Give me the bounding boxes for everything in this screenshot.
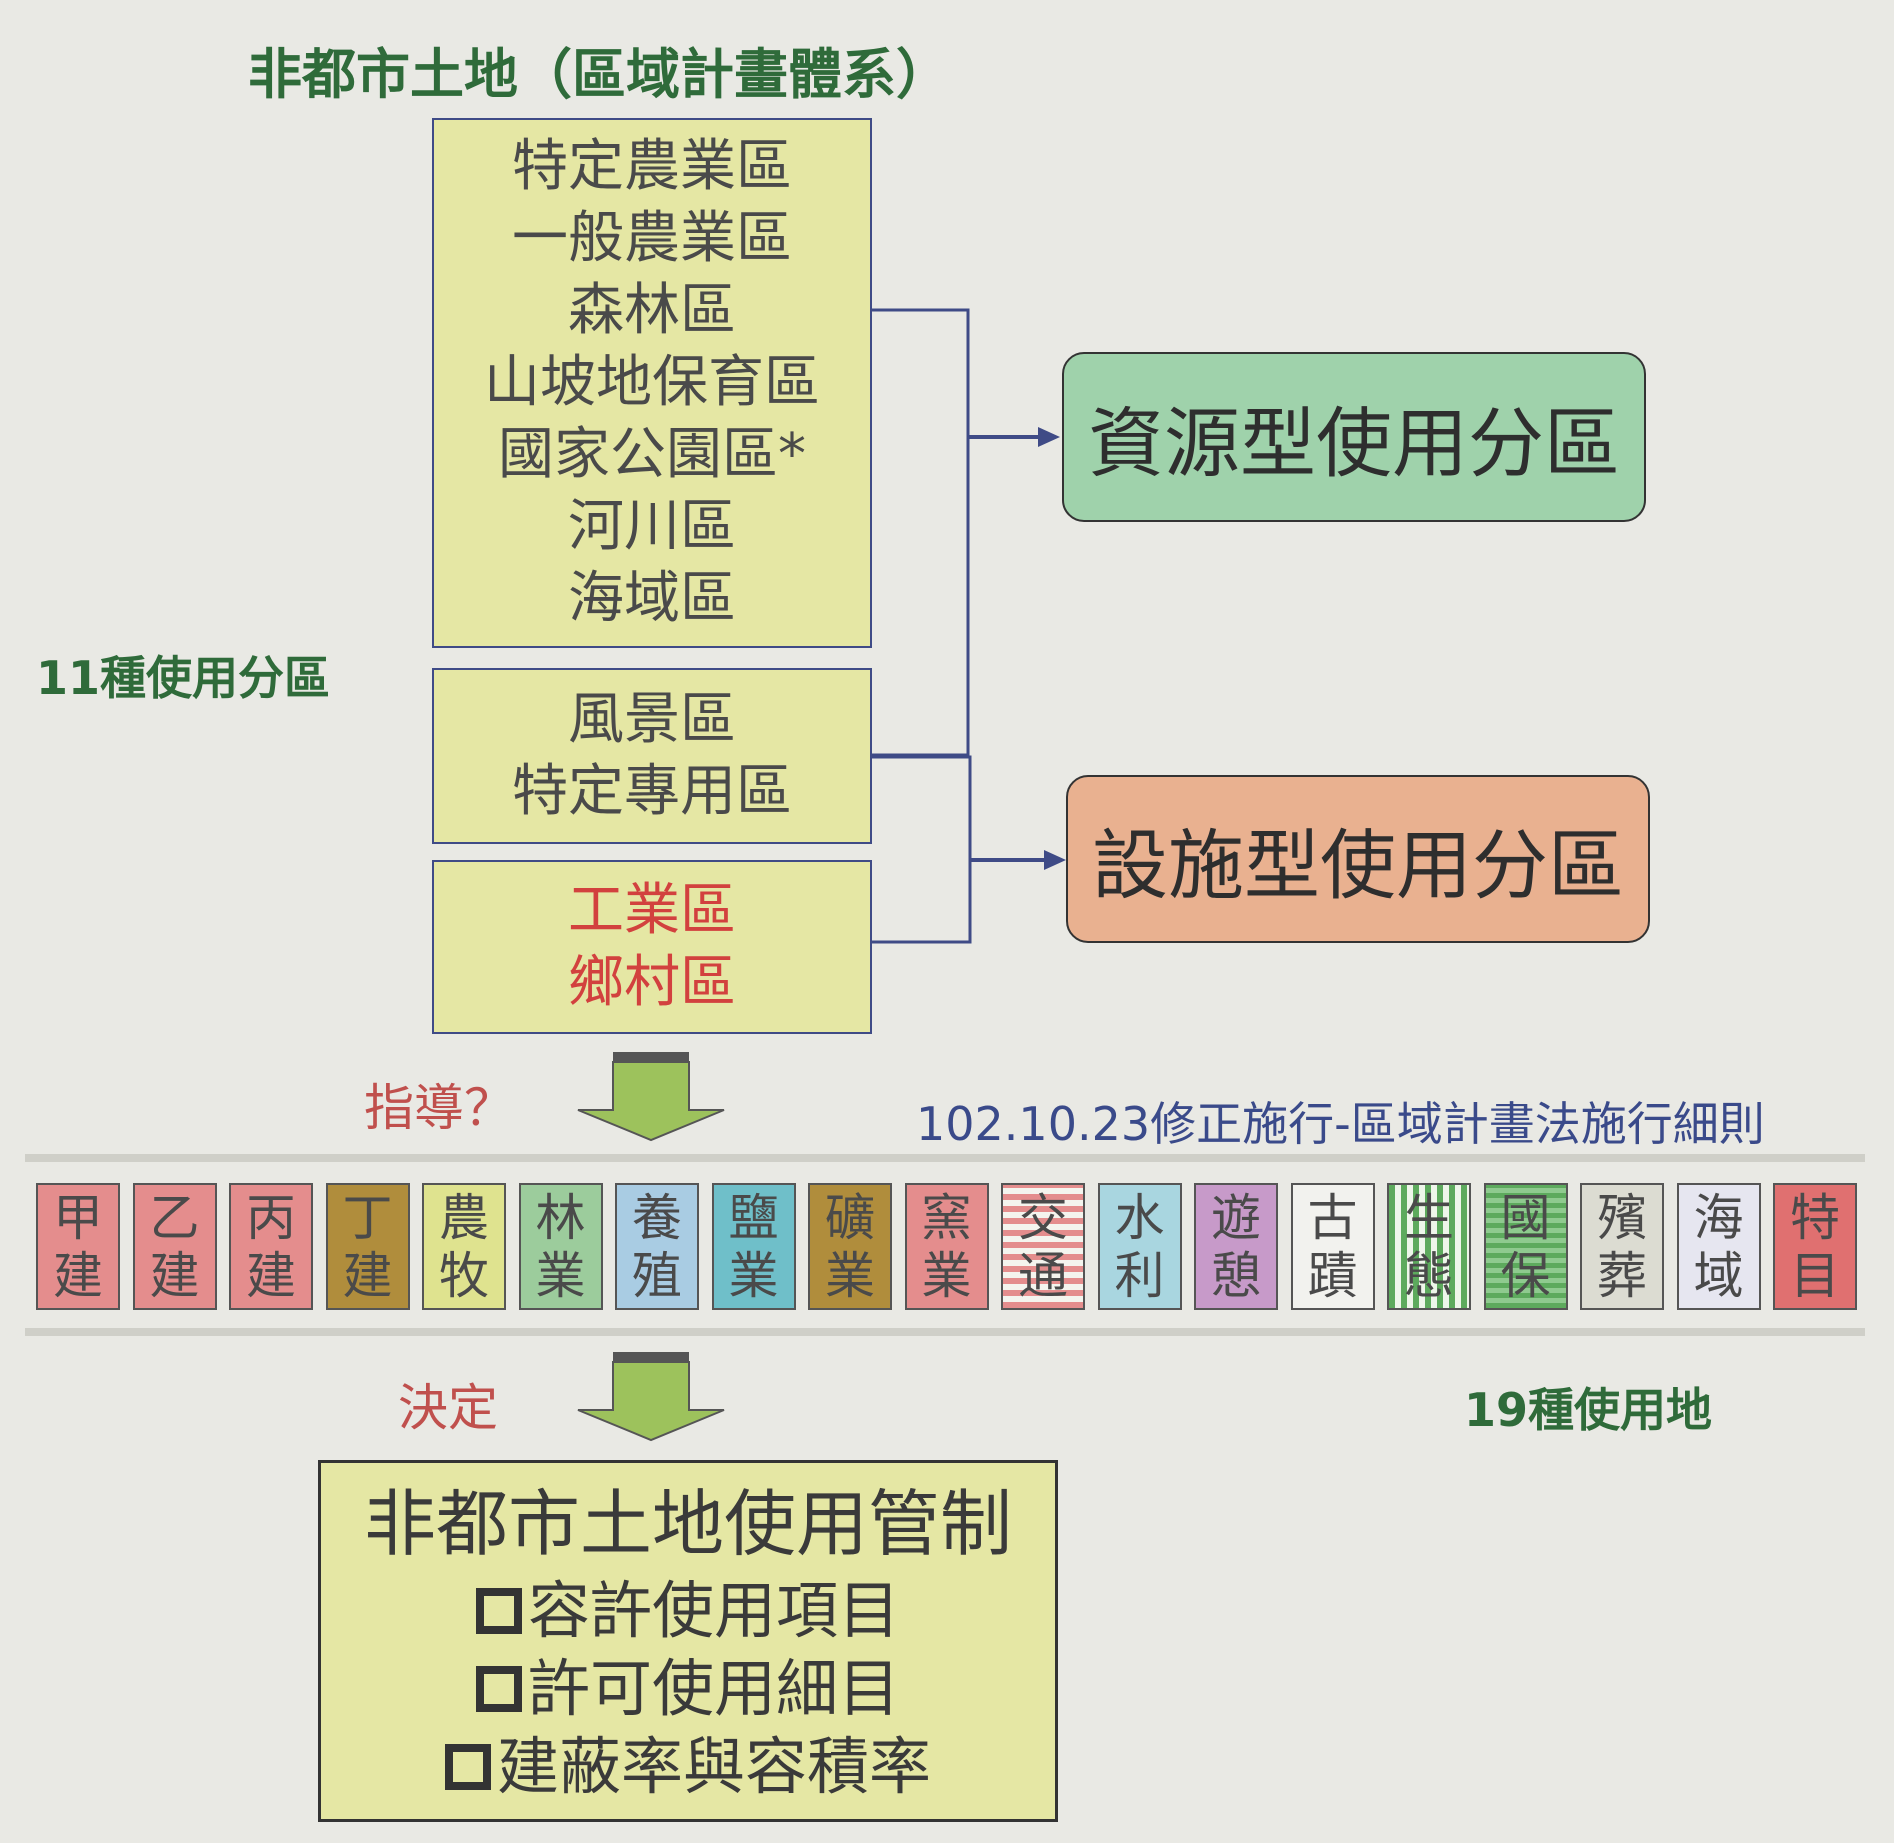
zone-item: 特定專用區 xyxy=(512,759,792,824)
land-use-tile-top: 殯 xyxy=(1597,1188,1647,1247)
guide-label: 指導？ xyxy=(364,1079,514,1137)
land-use-tile-bottom: 通 xyxy=(1018,1246,1068,1305)
land-use-tile-bottom: 業 xyxy=(825,1246,875,1305)
decide-label: 決定 xyxy=(398,1379,498,1437)
land-use-tile-top: 乙 xyxy=(149,1188,200,1247)
land-use-tile-top: 海 xyxy=(1693,1188,1744,1247)
land-use-tile-top: 水 xyxy=(1114,1188,1165,1247)
zone-item: 風景區 xyxy=(568,687,736,752)
land-use-tile-top: 礦 xyxy=(825,1188,875,1247)
land-use-tile: 農牧 xyxy=(422,1183,506,1310)
zone-group-facility: 工業區鄉村區 xyxy=(432,860,872,1034)
land-use-tile-top: 遊 xyxy=(1211,1188,1261,1247)
land-use-tile-bottom: 建 xyxy=(342,1246,393,1305)
land-use-tile: 國保 xyxy=(1483,1183,1568,1310)
control-item-label: 建蔽率與容積率 xyxy=(496,1730,931,1803)
land-use-tile-bottom: 業 xyxy=(921,1246,972,1305)
land-use-tile: 鹽業 xyxy=(711,1183,796,1310)
land-use-tile: 窯業 xyxy=(904,1183,989,1310)
zone-group-special: 風景區特定專用區 xyxy=(432,668,872,844)
land-use-tile-top: 國 xyxy=(1500,1188,1551,1247)
land-use-tile-bottom: 目 xyxy=(1790,1246,1840,1305)
land-use-tile: 遊憩 xyxy=(1194,1183,1278,1310)
land-use-tile-top: 窯 xyxy=(921,1188,972,1247)
zone-item: 海域區 xyxy=(568,566,736,631)
land-use-tile-top: 特 xyxy=(1790,1188,1840,1247)
land-use-tile: 特目 xyxy=(1773,1183,1857,1310)
land-use-tile: 海域 xyxy=(1676,1183,1761,1310)
land-use-tile: 礦業 xyxy=(808,1183,892,1310)
land-use-tile-top: 甲 xyxy=(53,1188,103,1247)
zones-count-label: 11種使用分區 xyxy=(36,651,331,705)
control-item: 許可使用細目 xyxy=(475,1650,900,1728)
zone-item: 河川區 xyxy=(568,494,736,559)
land-use-tile-top: 生 xyxy=(1404,1188,1454,1247)
zone-item: 山坡地保育區 xyxy=(484,350,820,415)
land-use-tile-bottom: 保 xyxy=(1500,1246,1551,1305)
checkbox-icon xyxy=(475,1588,522,1634)
land-use-tile: 甲建 xyxy=(36,1183,120,1310)
land-use-tile-bottom: 利 xyxy=(1114,1246,1165,1305)
land-use-tile: 丙建 xyxy=(229,1183,313,1310)
land-use-tile: 交通 xyxy=(1001,1183,1085,1310)
zone-item: 特定農業區 xyxy=(512,134,792,199)
land-use-tile-bottom: 業 xyxy=(728,1246,779,1305)
decree-label: 102.10.23修正施行-區域計畫法施行細則 xyxy=(916,1097,1765,1151)
land-use-tile-bottom: 葬 xyxy=(1597,1246,1647,1305)
control-item-label: 許可使用細目 xyxy=(527,1652,900,1725)
land-use-tile: 水利 xyxy=(1097,1183,1182,1310)
control-item: 建蔽率與容積率 xyxy=(444,1728,931,1806)
zone-item: 鄉村區 xyxy=(568,950,736,1015)
zone-item: 國家公園區* xyxy=(498,422,806,487)
land-use-tile: 養殖 xyxy=(615,1183,699,1310)
land-use-tile-top: 丙 xyxy=(246,1188,296,1247)
control-title: 非都市土地使用管制 xyxy=(363,1482,1012,1566)
land-use-tile-bottom: 業 xyxy=(535,1246,586,1305)
land-use-tile-bottom: 牧 xyxy=(439,1246,489,1305)
land-use-tile-top: 林 xyxy=(535,1188,586,1247)
land-use-tile-top: 農 xyxy=(439,1188,489,1247)
land-use-tile: 殯葬 xyxy=(1580,1183,1664,1310)
down-arrow-icon xyxy=(577,1352,725,1442)
diagram-title: 非都市土地（區域計畫體系） xyxy=(248,43,950,106)
land-use-tile: 林業 xyxy=(518,1183,603,1310)
land-use-tile-bottom: 建 xyxy=(246,1246,296,1305)
zone-item: 工業區 xyxy=(568,878,736,943)
zone-item: 一般農業區 xyxy=(512,206,792,271)
land-use-tile-top: 古 xyxy=(1307,1188,1358,1247)
zone-item: 森林區 xyxy=(568,278,736,343)
land-use-tile-bottom: 殖 xyxy=(632,1246,682,1305)
land-use-tile: 古蹟 xyxy=(1290,1183,1375,1310)
land-use-tile: 丁建 xyxy=(325,1183,410,1310)
land-use-tile: 生態 xyxy=(1387,1183,1471,1310)
down-arrow-icon xyxy=(577,1052,725,1142)
facility-zone-box: 設施型使用分區 xyxy=(1066,775,1650,943)
land-use-tile-bottom: 蹟 xyxy=(1307,1246,1358,1305)
land-use-tile-bottom: 憩 xyxy=(1211,1246,1261,1305)
land-use-tile-top: 養 xyxy=(632,1188,682,1247)
control-item: 容許使用項目 xyxy=(475,1572,900,1650)
land-use-tile-bottom: 域 xyxy=(1693,1246,1744,1305)
separator-top xyxy=(25,1154,1865,1162)
zone-group-resource: 特定農業區一般農業區森林區山坡地保育區國家公園區* 河川區海域區 xyxy=(432,118,872,648)
land-use-tile: 乙建 xyxy=(132,1183,217,1310)
checkbox-icon xyxy=(444,1744,491,1790)
separator-bottom xyxy=(25,1328,1865,1336)
land-use-control-box: 非都市土地使用管制 容許使用項目 許可使用細目 建蔽率與容積率 xyxy=(318,1460,1058,1822)
resource-zone-box: 資源型使用分區 xyxy=(1062,352,1646,522)
land-use-tile-bottom: 建 xyxy=(53,1246,103,1305)
land-use-tile-bottom: 建 xyxy=(149,1246,200,1305)
control-item-label: 容許使用項目 xyxy=(527,1574,900,1647)
land-use-tile-top: 鹽 xyxy=(728,1188,779,1247)
land-use-tile-bottom: 態 xyxy=(1404,1246,1454,1305)
land-use-tile-top: 丁 xyxy=(342,1188,393,1247)
land-use-tile-top: 交 xyxy=(1018,1188,1068,1247)
land-uses-count-label: 19種使用地 xyxy=(1464,1383,1713,1437)
checkbox-icon xyxy=(475,1666,522,1712)
